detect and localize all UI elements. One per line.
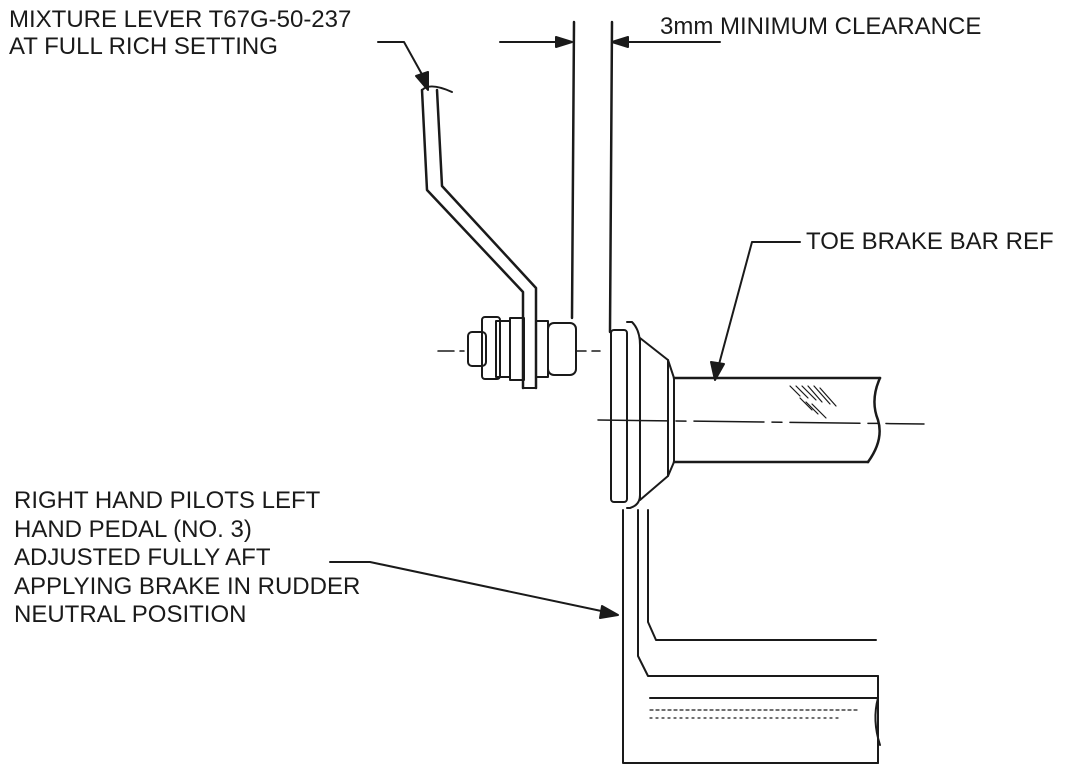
pedal-note-line-5: NEUTRAL POSITION	[14, 601, 247, 628]
leader-lines	[329, 41, 801, 619]
toe-brake-bar-label: TOE BRAKE BAR REF	[806, 228, 1054, 255]
clearance-dimension	[499, 20, 721, 334]
toe-brake-assembly	[610, 321, 882, 509]
bar-shading	[789, 385, 837, 419]
pedal-note-line-2: HAND PEDAL (NO. 3)	[14, 515, 252, 543]
rudder-pedal	[622, 509, 881, 764]
clearance-label: 3mm MINIMUM CLEARANCE	[660, 13, 982, 40]
pedal-note-line-3: ADJUSTED FULLY AFT	[14, 544, 271, 571]
mixture-lever-label: MIXTURE LEVER T67G-50-237 AT FULL RICH S…	[9, 6, 351, 60]
mixture-lever-label-line-2: AT FULL RICH SETTING	[9, 33, 278, 60]
pedal-note-label: RIGHT HAND PILOTS LEFT HAND PEDAL (NO. 3…	[14, 487, 360, 630]
pedal-note-line-1: RIGHT HAND PILOTS LEFT	[14, 487, 321, 514]
centerlines	[437, 350, 925, 425]
pedal-note-line-4: APPLYING BRAKE IN RUDDER	[14, 572, 361, 600]
mixture-lever	[420, 85, 538, 390]
lever-pivot-assembly	[467, 316, 577, 381]
mixture-lever-label-line-1: MIXTURE LEVER T67G-50-237	[9, 6, 352, 33]
